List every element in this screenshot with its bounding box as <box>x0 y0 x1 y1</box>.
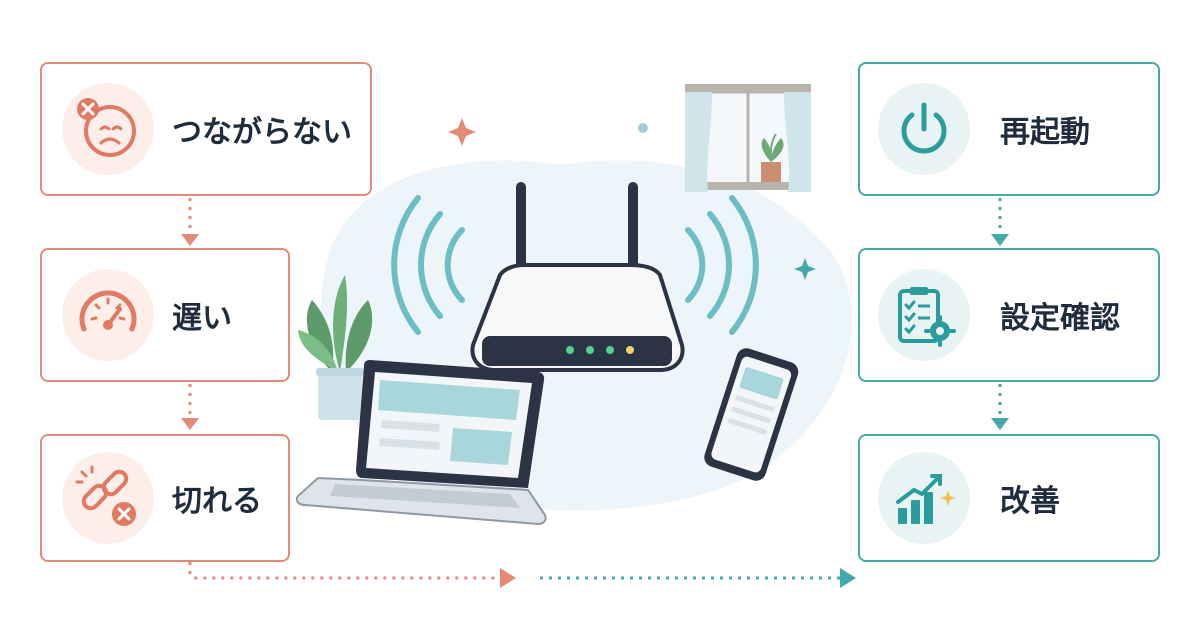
problem-card-disconnects: 切れる <box>40 434 290 562</box>
decor-dot <box>638 123 648 133</box>
sad-face-error-icon <box>77 98 136 157</box>
laptop-illustration <box>295 360 547 526</box>
solution-card-restart: 再起動 <box>858 62 1160 196</box>
growth-chart-icon <box>896 474 956 524</box>
wifi-signal-right-icon <box>685 195 759 335</box>
solution-label: 再起動 <box>1000 115 1090 150</box>
sparkle-icon <box>794 258 816 280</box>
arrow-right-icon <box>500 568 516 588</box>
arrow-down-icon <box>181 234 199 430</box>
solution-label: 改善 <box>1000 484 1060 519</box>
icon-circle <box>62 83 154 175</box>
solution-card-check-settings: 設定確認 <box>858 248 1160 382</box>
problem-label: 遅い <box>172 301 232 336</box>
smartphone-illustration <box>704 348 799 481</box>
solution-label: 設定確認 <box>1000 301 1120 336</box>
icon-circle <box>62 269 154 361</box>
arrow-right-icon <box>840 568 856 588</box>
problem-card-no-connection: つながらない <box>40 62 372 196</box>
icon-circle <box>878 269 970 361</box>
wifi-signal-left-icon <box>391 195 465 335</box>
speedometer-icon <box>79 290 137 332</box>
sparkle-icon <box>448 118 476 146</box>
broken-link-icon <box>75 465 136 526</box>
problem-label: つながらない <box>172 115 352 150</box>
icon-circle <box>878 83 970 175</box>
icon-circle <box>878 452 970 544</box>
window-illustration <box>685 84 811 192</box>
problem-card-slow: 遅い <box>40 248 290 382</box>
checklist-gear-icon <box>898 287 956 347</box>
arrow-down-icon <box>991 234 1009 430</box>
icon-circle <box>62 452 154 544</box>
router-illustration <box>470 182 685 372</box>
solution-card-improve: 改善 <box>858 434 1160 562</box>
bottom-flow-connector-problem <box>188 562 500 580</box>
plant-illustration <box>298 275 373 420</box>
problem-label: 切れる <box>172 484 262 519</box>
power-icon <box>901 102 947 154</box>
